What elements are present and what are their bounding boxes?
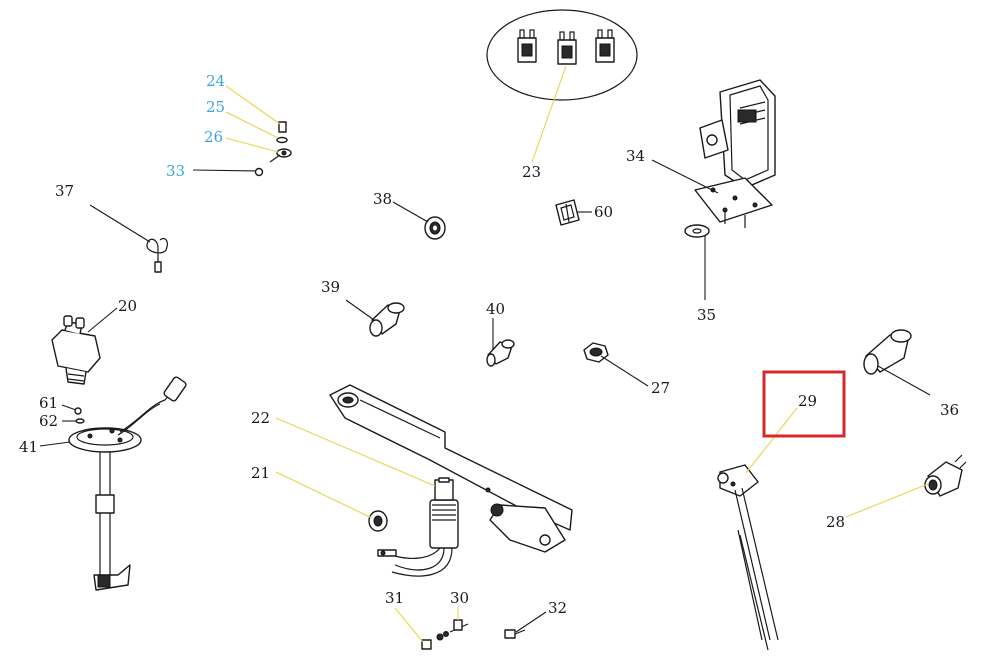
callout-label-61[interactable]: 61 bbox=[39, 394, 58, 412]
callout-label-39[interactable]: 39 bbox=[321, 278, 340, 296]
leader-37 bbox=[89, 204, 151, 243]
part-37-hook[interactable] bbox=[146, 237, 168, 273]
part-20-sensor[interactable] bbox=[51, 315, 101, 385]
part-22-pressure-switch[interactable] bbox=[377, 477, 459, 577]
part-61-62-small-fasteners[interactable] bbox=[74, 407, 85, 424]
part-23-rocker-switches[interactable] bbox=[486, 9, 638, 101]
switch-right bbox=[595, 29, 615, 63]
leader-31 bbox=[394, 607, 424, 643]
callout-label-62[interactable]: 62 bbox=[39, 412, 58, 430]
part-29-wiper-arm[interactable] bbox=[717, 464, 779, 651]
leader-23 bbox=[531, 65, 567, 163]
leader-28 bbox=[845, 483, 929, 518]
leader-61 bbox=[61, 404, 77, 411]
leader-26 bbox=[225, 137, 279, 153]
callout-label-30[interactable]: 30 bbox=[450, 589, 469, 607]
leader-27 bbox=[600, 355, 649, 387]
leader-24 bbox=[225, 85, 281, 125]
leader-33 bbox=[192, 169, 257, 172]
leader-39 bbox=[345, 299, 375, 321]
callout-label-21[interactable]: 21 bbox=[251, 464, 270, 482]
callout-label-37[interactable]: 37 bbox=[55, 182, 74, 200]
part-36-boot[interactable] bbox=[863, 329, 912, 375]
part-40-small-elbow[interactable] bbox=[486, 339, 515, 367]
callout-label-24[interactable]: 24 bbox=[206, 72, 225, 90]
callout-label-32[interactable]: 32 bbox=[548, 599, 567, 617]
leader-lines bbox=[39, 65, 931, 643]
callout-label-27[interactable]: 27 bbox=[651, 379, 670, 397]
part-24-26-screw-assembly[interactable] bbox=[254, 121, 292, 177]
callout-label-25[interactable]: 25 bbox=[206, 98, 225, 116]
part-39-elbow-boot[interactable] bbox=[369, 302, 405, 337]
callout-label-31[interactable]: 31 bbox=[385, 589, 404, 607]
part-28-connector[interactable] bbox=[924, 454, 967, 497]
part-30-31-screw-set[interactable] bbox=[421, 619, 469, 650]
callout-label-35[interactable]: 35 bbox=[697, 306, 716, 324]
callout-label-38[interactable]: 38 bbox=[373, 190, 392, 208]
leader-36 bbox=[877, 365, 931, 396]
leader-20 bbox=[87, 307, 118, 333]
part-38-grommet[interactable] bbox=[424, 216, 446, 240]
part-35-washer[interactable] bbox=[684, 224, 710, 238]
part-32-bolt[interactable] bbox=[504, 629, 526, 639]
callout-label-60[interactable]: 60 bbox=[594, 203, 613, 221]
callout-label-29[interactable]: 29 bbox=[798, 392, 817, 410]
part-27-nut[interactable] bbox=[583, 342, 609, 363]
callout-label-28[interactable]: 28 bbox=[826, 513, 845, 531]
part-34-pedal-assembly[interactable] bbox=[694, 79, 776, 228]
callout-label-36[interactable]: 36 bbox=[940, 401, 959, 419]
leader-29 bbox=[745, 407, 798, 474]
leader-38 bbox=[392, 201, 429, 223]
switch-middle bbox=[557, 31, 577, 65]
callout-label-34[interactable]: 34 bbox=[626, 147, 645, 165]
callout-label-26[interactable]: 26 bbox=[204, 128, 223, 146]
callout-label-23[interactable]: 23 bbox=[522, 163, 541, 181]
callout-label-33[interactable]: 33 bbox=[166, 162, 185, 180]
callout-label-22[interactable]: 22 bbox=[251, 409, 270, 427]
leader-32 bbox=[515, 611, 547, 633]
highlight-box bbox=[762, 370, 846, 438]
callout-label-20[interactable]: 20 bbox=[118, 297, 137, 315]
switch-left bbox=[517, 29, 537, 63]
leader-21 bbox=[275, 471, 373, 519]
leader-34 bbox=[651, 159, 719, 194]
callout-label-41[interactable]: 41 bbox=[19, 438, 38, 456]
part-21-grommet[interactable] bbox=[368, 510, 388, 532]
part-60-connector[interactable] bbox=[555, 199, 580, 226]
leader-41 bbox=[39, 441, 71, 447]
part-wiper-arm-bracket[interactable] bbox=[329, 384, 573, 553]
part-41-fuel-sender[interactable] bbox=[68, 376, 187, 591]
leader-25 bbox=[225, 111, 279, 139]
leader-22 bbox=[275, 417, 436, 487]
callout-label-40[interactable]: 40 bbox=[486, 300, 505, 318]
